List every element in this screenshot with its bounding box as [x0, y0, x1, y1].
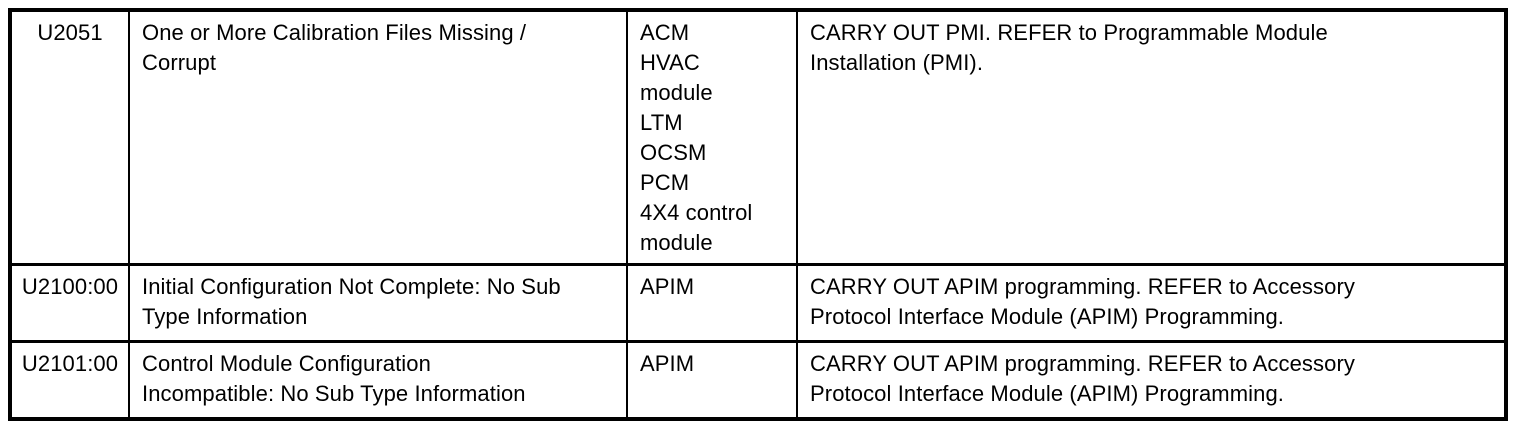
description-cell: Control Module Configuration Incompatibl…: [130, 343, 628, 417]
description-cell: One or More Calibration Files Missing / …: [130, 12, 628, 263]
action-cell: CARRY OUT APIM programming. REFER to Acc…: [810, 274, 1355, 329]
dtc-code-cell: U2051: [12, 12, 130, 263]
dtc-code-cell: U2100:00: [12, 266, 130, 340]
description-cell: Initial Configuration Not Complete: No S…: [130, 266, 628, 340]
module-cell: ACM HVAC module LTM OCSM PCM 4X4 control…: [628, 12, 798, 263]
table-row: U2100:00 Initial Configuration Not Compl…: [12, 266, 1504, 343]
action-cell: CARRY OUT PMI. REFER to Programmable Mod…: [810, 20, 1328, 75]
action-cell: CARRY OUT APIM programming. REFER to Acc…: [810, 351, 1355, 406]
dtc-table: U2051 One or More Calibration Files Miss…: [8, 8, 1508, 421]
module-cell: APIM: [628, 343, 798, 417]
table-row: U2101:00 Control Module Configuration In…: [12, 343, 1504, 417]
dtc-code-cell: U2101:00: [12, 343, 130, 417]
module-cell: APIM: [628, 266, 798, 340]
table-row: U2051 One or More Calibration Files Miss…: [12, 12, 1504, 266]
